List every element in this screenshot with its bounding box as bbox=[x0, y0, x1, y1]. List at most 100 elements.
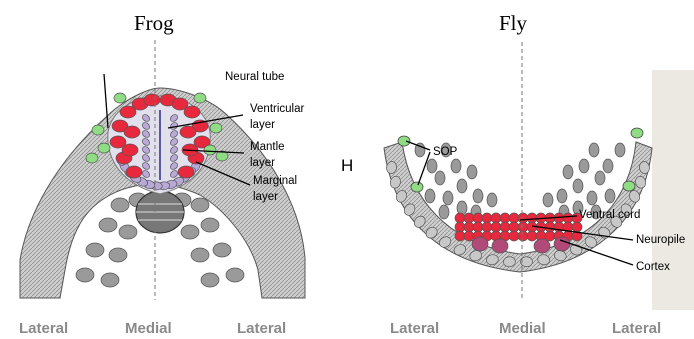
neuroblast-cell bbox=[605, 189, 615, 203]
frog-panel: Frog Neural tube Ventricular layer Mantl… bbox=[19, 11, 305, 337]
neuroblast-cell bbox=[595, 171, 605, 185]
cortex-cell bbox=[534, 239, 550, 253]
ventral-cord-cell bbox=[545, 222, 555, 232]
mesoderm-cell bbox=[181, 225, 199, 239]
frog-axis-center: Medial bbox=[125, 320, 172, 337]
neuroblast-cell bbox=[443, 191, 453, 205]
ventral-cord-cell bbox=[473, 213, 483, 223]
ventral-cord-cell bbox=[482, 222, 492, 232]
frog-axis-left: Lateral bbox=[19, 320, 68, 337]
frog-label-ventricular-line2: layer bbox=[250, 119, 275, 131]
mesoderm-cell bbox=[213, 243, 231, 257]
mesoderm-cell bbox=[191, 248, 209, 262]
ventral-cord-cell bbox=[563, 213, 573, 223]
neuroblast-cell bbox=[589, 143, 599, 157]
fly-axis-right: Lateral bbox=[612, 320, 661, 337]
ventral-cord-cell bbox=[473, 222, 483, 232]
ventricular-cell bbox=[124, 126, 140, 138]
frog-title: Frog bbox=[134, 11, 174, 35]
mesoderm-cell bbox=[201, 273, 219, 287]
ventral-cord-cell bbox=[464, 213, 474, 223]
ventricular-cell bbox=[144, 94, 160, 106]
neuroblast-cell bbox=[557, 189, 567, 203]
ventricular-cell bbox=[178, 166, 194, 178]
ventral-cord-cell bbox=[527, 231, 537, 241]
neuroblast-cell bbox=[451, 159, 461, 173]
ventral-cord-cell bbox=[509, 213, 519, 223]
ventral-cord-cell bbox=[464, 231, 474, 241]
fly-sop-cell-4 bbox=[623, 181, 635, 191]
mesoderm-cell bbox=[101, 273, 119, 287]
ventral-cord-cell bbox=[482, 213, 492, 223]
green-cell bbox=[86, 153, 98, 163]
fly-label-neuropile: Neuropile bbox=[636, 234, 685, 246]
ventral-cord-cell bbox=[500, 222, 510, 232]
ventricular-cell bbox=[180, 126, 196, 138]
fly-axis-center: Medial bbox=[499, 320, 546, 337]
neuroblast-cell bbox=[467, 165, 477, 179]
fly-sop-cell-2 bbox=[411, 182, 423, 192]
green-cell bbox=[98, 143, 110, 153]
neuroblast-cell bbox=[425, 189, 435, 203]
ventral-cord-cell bbox=[518, 231, 528, 241]
neuroblast-cell bbox=[487, 193, 497, 207]
neuroblast-cell bbox=[427, 159, 437, 173]
mesoderm-cell bbox=[109, 248, 127, 262]
frog-label-ventricular-line1: Ventricular bbox=[250, 103, 305, 115]
mesoderm-cell bbox=[111, 198, 129, 212]
neuroblast-cell bbox=[543, 193, 553, 207]
fly-label-cortex: Cortex bbox=[636, 261, 670, 273]
neuroblast-cell bbox=[473, 189, 483, 203]
fly-label-sop: SOP bbox=[433, 146, 458, 158]
cortex-cell bbox=[554, 237, 570, 251]
fly-panel: Fly SOP Ventral cord Neuropile Cortex La… bbox=[384, 11, 685, 337]
ventral-cord-cell bbox=[527, 213, 537, 223]
green-cell bbox=[92, 125, 104, 135]
mesoderm-cell bbox=[86, 243, 104, 257]
ventral-cord-cell bbox=[455, 231, 465, 241]
mesoderm-cell bbox=[201, 218, 219, 232]
neuroblast-cell bbox=[573, 179, 583, 193]
mesoderm-cell bbox=[191, 198, 209, 212]
ventral-cord-cell bbox=[509, 222, 519, 232]
frog-label-mantle-line1: Mantle bbox=[250, 141, 285, 153]
neuroblast-cell bbox=[587, 191, 597, 205]
ventricular-cell bbox=[126, 166, 142, 178]
neuroblast-cell bbox=[435, 171, 445, 185]
mesoderm-cell bbox=[119, 225, 137, 239]
fly-sop-cell-1 bbox=[398, 136, 410, 146]
frog-label-marginal-line2: layer bbox=[253, 191, 278, 203]
ventral-cord-cell bbox=[455, 213, 465, 223]
ventral-cord-cell bbox=[545, 231, 555, 241]
neuroblast-cell bbox=[615, 143, 625, 157]
green-cell bbox=[114, 93, 126, 103]
ventricular-cell bbox=[184, 106, 200, 118]
mesoderm-cell bbox=[76, 268, 94, 282]
panel-letter: H bbox=[341, 156, 353, 175]
fly-title: Fly bbox=[499, 11, 528, 35]
neuroblast-cell bbox=[563, 165, 573, 179]
ventral-cord-cell bbox=[518, 222, 528, 232]
mesoderm-cell bbox=[99, 218, 117, 232]
cortex-cell bbox=[472, 237, 488, 251]
page-edge bbox=[652, 70, 694, 310]
ventral-cord-cell bbox=[491, 213, 501, 223]
neuroblast-cell bbox=[457, 179, 467, 193]
ventral-cord-cell bbox=[491, 222, 501, 232]
fly-axis-left: Lateral bbox=[390, 320, 439, 337]
frog-label-mantle-line2: layer bbox=[250, 157, 275, 169]
green-cell bbox=[210, 123, 222, 133]
frog-axis-right: Lateral bbox=[237, 320, 286, 337]
cortex-cell bbox=[492, 239, 508, 253]
ventricular-cell bbox=[122, 144, 138, 156]
fly-sop-cell-3 bbox=[631, 128, 643, 138]
ventral-cord-cell bbox=[500, 213, 510, 223]
frog-label-marginal-line1: Marginal bbox=[253, 175, 297, 187]
frog-label-neural-tube: Neural tube bbox=[225, 71, 284, 83]
mesoderm-cell bbox=[226, 268, 244, 282]
ventral-cord-cell bbox=[509, 231, 519, 241]
fly-label-ventral-cord: Ventral cord bbox=[579, 209, 640, 221]
ventral-cord-cell bbox=[464, 222, 474, 232]
ventral-cord-cell bbox=[572, 222, 582, 232]
